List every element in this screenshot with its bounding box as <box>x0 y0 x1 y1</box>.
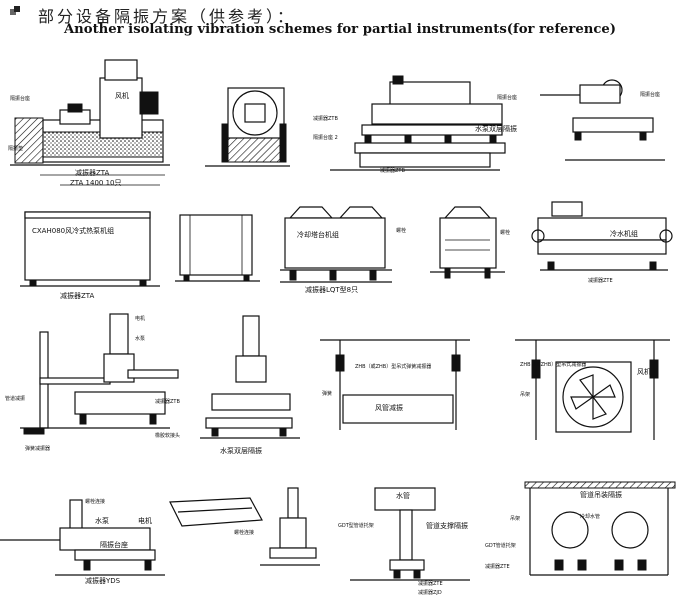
label-d12-d: 弹簧 <box>322 390 332 397</box>
label-d12-b: ZHB（或ZHB）型吊式减振器 <box>520 361 586 368</box>
diagram-heat-pump-unit: CXAH080风冷式热泵机组 减振器ZTA <box>20 211 160 300</box>
label-d13-b: 吊架 <box>520 392 530 398</box>
label-d3-d: 减振器ZTB <box>380 167 405 174</box>
label-d14-b: 水泵 <box>95 516 109 525</box>
diagram-pipe-support: 水管 GDT型管道托架 管道支撑隔振 减振器ZTE 减振器ZJD <box>338 487 470 596</box>
label-d9-bottom: 减振器ZTE <box>588 277 613 284</box>
label-d3-e: 水泵双层隔振 <box>475 124 517 133</box>
label-d1-fan: 风机 <box>115 91 129 100</box>
label-d11-bottom: 水泵双层隔振 <box>220 446 262 455</box>
label-d17-e: 减振器ZTE <box>485 563 510 570</box>
diagram-cooling-tower-small <box>175 214 260 282</box>
label-d12-c: 风管减振 <box>375 403 403 412</box>
label-d16-e: 减振器ZJD <box>418 589 442 596</box>
diagram-cooling-tower-single: 螺栓 <box>430 206 510 279</box>
label-d10-f: 弹簧减振器 <box>25 445 50 452</box>
label-d16-d: 减振器ZTE <box>418 580 443 587</box>
label-d15-a: 螺栓连接 <box>234 529 254 536</box>
label-d3-c: 减振器ZTB <box>313 115 338 122</box>
label-d13-a: 风机 <box>637 367 651 376</box>
label-d5-bottom: 减振器ZTA <box>60 291 95 300</box>
label-d1-left: 隔振垫 <box>8 145 23 152</box>
page-title-english: Another isolating vibration schemes for … <box>63 22 617 37</box>
label-d17-c: 冷却水管 <box>580 513 600 520</box>
label-d14-c: 电机 <box>138 516 152 525</box>
label-d14-a: 螺栓连接 <box>85 498 105 505</box>
label-d10-d: 减振器ZTB <box>155 398 180 405</box>
diagram-vertical-pump-double: 水泵双层隔振 <box>200 315 300 455</box>
label-d17-b: 吊架 <box>510 516 520 522</box>
label-d14-e: 减振器YDS <box>85 576 121 585</box>
label-d10-a: 电机 <box>135 315 145 322</box>
diagram-hanging-duct: ZHB（或ZHB）型吊式弹簧减振器 风管减振 弹簧 <box>320 339 470 430</box>
diagram-horizontal-pump: 螺栓连接 水泵 电机 隔振台座 减振器YDS <box>0 498 165 585</box>
label-d10-b: 水泵 <box>135 335 145 342</box>
page-header: 部分设备隔振方案（供参考）： Another isolating vibrati… <box>0 0 680 46</box>
diagram-frame-base: 螺栓连接 <box>169 497 263 536</box>
diagram-twin-cooling-tower: 冷却塔台机组 螺栓 减振器LQT型8只 <box>280 206 406 294</box>
diagram-twin-pipe-hanger: 管道吊装隔振 吊架 冷却水管 GDT管道托架 减振器ZTE <box>485 481 676 576</box>
label-d7-side: 螺栓 <box>396 227 406 234</box>
label-d1-bottom2: ZTA 1400 10只 <box>70 179 122 187</box>
diagram-small-vertical-pump <box>260 487 320 566</box>
diagram-pump-double-layer: 隔振台座 减振器ZTB 隔振台座 2 水泵双层隔振 减振器ZTB <box>313 75 517 174</box>
label-d9-title: 冷水机组 <box>610 229 638 238</box>
label-d1-top: 隔振台座 <box>10 95 30 102</box>
label-d16-b: GDT型管道托架 <box>338 522 374 529</box>
diagram-fan-inertia-base: 隔振台座 风机 隔振垫 减振器ZTA ZTA 1400 10只 <box>8 59 170 187</box>
label-d16-a: 水管 <box>396 491 410 500</box>
label-d3-b: 隔振台座 2 <box>313 134 338 141</box>
diagram-pump-on-base: 隔振台座 <box>540 79 665 161</box>
label-d7-title: 冷却塔台机组 <box>297 230 339 239</box>
diagram-vertical-pump: 电机 水泵 管道减振 减振器ZTB 橡胶软接头 弹簧减振器 <box>5 313 180 452</box>
diagram-hung-fan: ZHB（或ZHB）型吊式减振器 风机 吊架 <box>515 339 670 440</box>
label-d17-a: 管道吊装隔振 <box>580 490 622 499</box>
label-d1-bottom1: 减振器ZTA <box>75 168 110 177</box>
page-title-chinese: 部分设备隔振方案（供参考）： <box>38 7 297 26</box>
bullet-icon <box>10 6 20 16</box>
label-d3-a: 隔振台座 <box>497 94 517 101</box>
diagram-chiller: 冷水机组 减振器ZTE <box>531 201 673 284</box>
label-d7-bottom: 减振器LQT型8只 <box>305 285 358 294</box>
label-d17-d: GDT管道托架 <box>485 542 516 549</box>
label-d4-a: 隔振台座 <box>640 91 660 98</box>
label-d12-a: ZHB（或ZHB）型吊式弹簧减振器 <box>355 363 431 370</box>
label-d5-title: CXAH080风冷式热泵机组 <box>32 226 114 235</box>
label-d8-side: 螺栓 <box>500 229 510 236</box>
label-d14-d: 隔振台座 <box>100 540 128 549</box>
label-d10-c: 管道减振 <box>5 395 25 402</box>
label-d16-c: 管道支撑隔振 <box>426 521 468 530</box>
diagram-fan-side-view <box>205 87 290 167</box>
label-d10-e: 橡胶软接头 <box>155 432 180 439</box>
